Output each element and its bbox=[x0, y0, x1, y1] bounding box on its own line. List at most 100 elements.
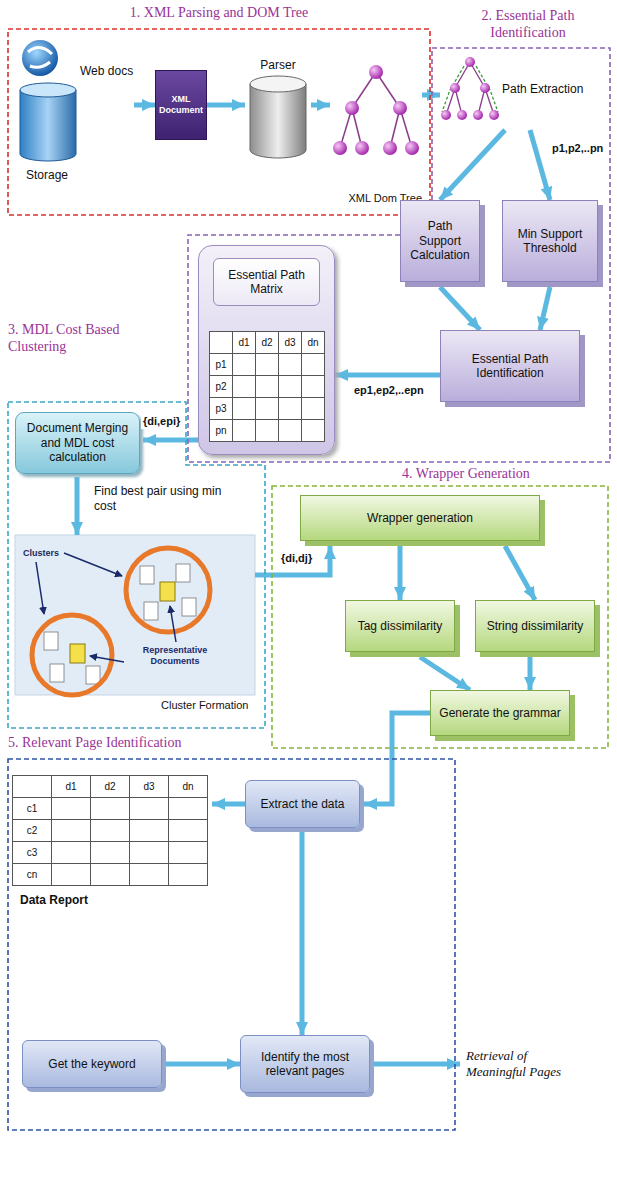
flow-arrow bbox=[530, 130, 550, 200]
table-cell bbox=[168, 863, 208, 886]
table-cell bbox=[255, 353, 279, 376]
region-border bbox=[8, 402, 265, 728]
output-note: Retrieval of Meaningful Pages bbox=[466, 1048, 578, 1081]
region-border bbox=[8, 759, 455, 1130]
table-cell bbox=[90, 841, 130, 864]
path-tree bbox=[441, 57, 499, 120]
table-cell bbox=[278, 375, 302, 398]
region-panel: 5. Relevant Page IdentificationData Repo… bbox=[5, 735, 460, 1135]
table-cell bbox=[301, 419, 325, 442]
table-cell bbox=[90, 797, 130, 820]
flow-arrow bbox=[398, 546, 403, 600]
box-label: Identify the most relevant pages bbox=[248, 1050, 362, 1079]
table-cell bbox=[129, 841, 169, 864]
box-label: Tag dissimilarity bbox=[358, 619, 443, 633]
node-label: Representative Documents bbox=[127, 645, 223, 667]
flow-arrow bbox=[75, 477, 80, 535]
box-label: Essential Path Identification bbox=[448, 352, 572, 381]
table-cell bbox=[232, 397, 256, 420]
process-box: Extract the data bbox=[245, 780, 360, 828]
table-cell bbox=[129, 797, 169, 820]
edge-label: p1,p2,..pn bbox=[550, 142, 605, 156]
process-box: Path Support Calculation bbox=[400, 200, 480, 282]
table-cell bbox=[255, 397, 279, 420]
flow-arrow bbox=[440, 287, 480, 330]
icon-node: Web docsStorage bbox=[12, 40, 134, 190]
table-cell: c2 bbox=[12, 819, 52, 842]
table-cell: c3 bbox=[12, 841, 52, 864]
table-cell bbox=[168, 797, 208, 820]
table-cell bbox=[209, 331, 233, 354]
process-box: Essential Path Identification bbox=[440, 330, 580, 402]
table-cell bbox=[301, 397, 325, 420]
dom-tree bbox=[333, 65, 419, 155]
table-cell bbox=[255, 375, 279, 398]
region-border bbox=[8, 29, 430, 215]
region-heading: 1. XML Parsing and DOM Tree bbox=[5, 5, 433, 22]
process-box: Wrapper generation bbox=[300, 495, 540, 541]
process-box: Get the keyword bbox=[22, 1040, 162, 1088]
table-cell: d1 bbox=[232, 331, 256, 354]
edge-label: ep1,ep2,..epn bbox=[352, 384, 426, 398]
flow-arrow bbox=[166, 1062, 240, 1067]
table-cell: d3 bbox=[129, 775, 169, 798]
region-outline bbox=[5, 322, 270, 732]
table-cell bbox=[301, 353, 325, 376]
table-cell bbox=[129, 819, 169, 842]
table-cell: cn bbox=[12, 863, 52, 886]
region-border bbox=[272, 486, 608, 748]
process-box: Document Merging and MDL cost calculatio… bbox=[15, 412, 140, 474]
node-label: Data Report bbox=[20, 893, 88, 907]
output-arrow bbox=[372, 1062, 460, 1067]
node-label: Clusters bbox=[23, 548, 59, 559]
process-box: String dissimilarity bbox=[475, 600, 595, 652]
matrix-panel: Essential Path Matrixd1d2d3dnp1p2p3pn bbox=[198, 245, 335, 455]
table-cell bbox=[232, 375, 256, 398]
table-cell bbox=[232, 419, 256, 442]
flow-arrow bbox=[300, 832, 305, 1035]
flow-arrow bbox=[440, 130, 505, 200]
table-cell bbox=[168, 819, 208, 842]
table-cell bbox=[168, 841, 208, 864]
table-cell bbox=[90, 819, 130, 842]
parser-cylinder bbox=[250, 76, 306, 158]
table-cell: d1 bbox=[51, 775, 91, 798]
document-icon: XML Document bbox=[155, 70, 207, 140]
region-panel: 1. XML Parsing and DOM TreeWeb docsStora… bbox=[5, 5, 433, 217]
box-label: Get the keyword bbox=[48, 1057, 135, 1071]
flow-arrow bbox=[212, 802, 245, 807]
box-label: Wrapper generation bbox=[367, 511, 473, 525]
box-label: String dissimilarity bbox=[487, 619, 584, 633]
box-label: Document Merging and MDL cost calculatio… bbox=[23, 421, 132, 464]
table-cell: dn bbox=[168, 775, 208, 798]
flow-arrow bbox=[540, 287, 550, 330]
table-cell: c1 bbox=[12, 797, 52, 820]
node-label: Storage bbox=[26, 168, 68, 182]
table-cell bbox=[278, 353, 302, 376]
icon-node: XML Dom Tree bbox=[330, 60, 422, 210]
matrix-title: Essential Path Matrix bbox=[213, 258, 320, 306]
process-box: Identify the most relevant pages bbox=[240, 1035, 370, 1093]
flow-arrow bbox=[134, 103, 155, 108]
process-box: Min Support Threshold bbox=[502, 200, 598, 282]
box-label: XML Document bbox=[159, 94, 203, 116]
region-panel: 3. MDL Cost Based ClusteringDocument Mer… bbox=[5, 322, 270, 732]
flow-arrow bbox=[335, 373, 440, 378]
icon-node: ClustersRepresentative DocumentsCluster … bbox=[15, 535, 255, 717]
edge-label: Find best pair using min cost bbox=[92, 484, 244, 514]
icon-node: Data Reportd1d2d3dnc1c2c3cn bbox=[12, 775, 212, 915]
table-cell: d2 bbox=[255, 331, 279, 354]
node-label: Cluster Formation bbox=[161, 699, 248, 712]
region-heading: 3. MDL Cost Based Clustering bbox=[8, 322, 158, 356]
table-cell bbox=[278, 397, 302, 420]
region-outline bbox=[5, 5, 433, 217]
edge-label: {di,dj} bbox=[279, 552, 314, 566]
region-heading: 2. Essential Path Identification bbox=[448, 8, 608, 42]
table-cell: p1 bbox=[209, 353, 233, 376]
table-cell: d3 bbox=[278, 331, 302, 354]
table-cell bbox=[129, 863, 169, 886]
box-label: Extract the data bbox=[260, 797, 344, 811]
storage-icon bbox=[20, 40, 76, 161]
